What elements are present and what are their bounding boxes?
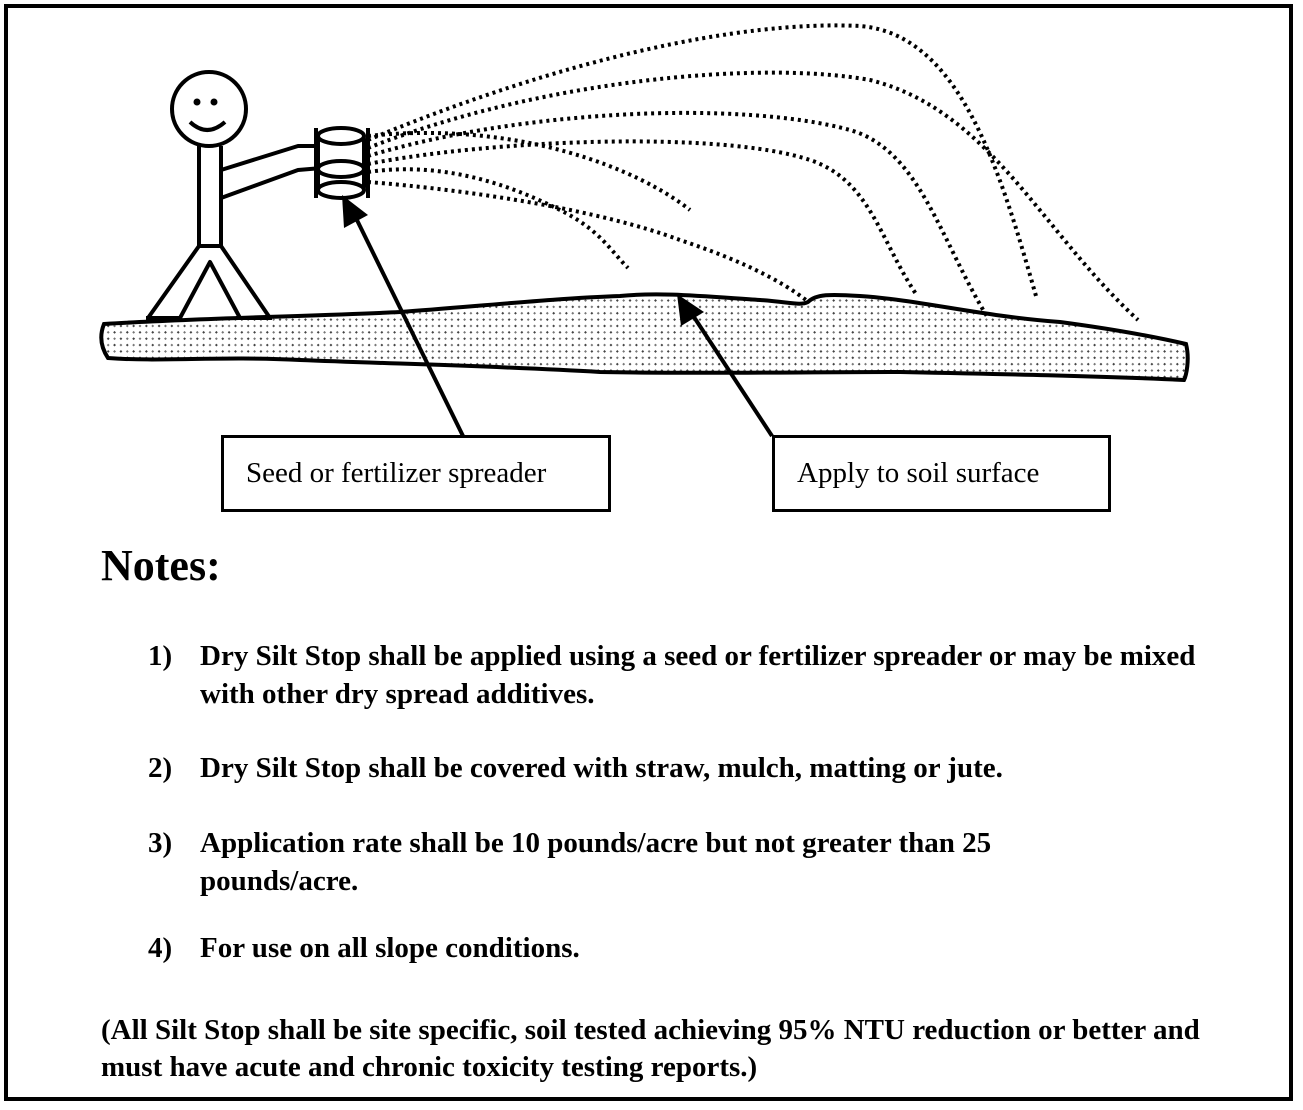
note-item: 3) Application rate shall be 10 pounds/a… bbox=[148, 824, 1078, 900]
note-text: Application rate shall be 10 pounds/acre… bbox=[200, 827, 992, 897]
arm bbox=[220, 144, 324, 200]
note-item: 2) Dry Silt Stop shall be covered with s… bbox=[148, 749, 1238, 787]
note-item: 1) Dry Silt Stop shall be applied using … bbox=[148, 637, 1238, 713]
outer-border bbox=[4, 4, 1293, 1101]
soil-label-box: Apply to soil surface bbox=[772, 435, 1111, 512]
arrow-spreader-head bbox=[342, 195, 368, 228]
spreader-label-box: Seed or fertilizer spreader bbox=[221, 435, 611, 512]
note-number: 1) bbox=[148, 640, 173, 672]
eye-right bbox=[210, 98, 218, 106]
smile bbox=[188, 120, 227, 132]
arrow-spreader bbox=[352, 213, 465, 437]
spray-trajectories bbox=[367, 23, 1140, 322]
spreader-icon bbox=[314, 126, 370, 200]
note-item: 4) For use on all slope conditions. bbox=[148, 929, 1238, 967]
callout-arrows bbox=[342, 195, 774, 438]
eye-left bbox=[193, 98, 201, 106]
note-number: 3) bbox=[148, 827, 173, 859]
arrow-soil-head bbox=[677, 294, 704, 326]
spray-path bbox=[367, 70, 1140, 322]
arrow-soil bbox=[690, 312, 774, 438]
head bbox=[170, 70, 248, 148]
torso bbox=[197, 146, 223, 248]
note-text: For use on all slope conditions. bbox=[200, 932, 580, 964]
soil-surface bbox=[99, 292, 1190, 383]
note-text: Dry Silt Stop shall be covered with stra… bbox=[200, 752, 1003, 784]
notes-heading: Notes: bbox=[101, 541, 221, 590]
legs bbox=[146, 244, 272, 320]
person-figure bbox=[146, 70, 324, 320]
note-number: 2) bbox=[148, 752, 173, 784]
spray-path bbox=[367, 131, 692, 212]
spray-path bbox=[367, 139, 918, 296]
spray-path bbox=[367, 110, 990, 320]
note-text: Dry Silt Stop shall be applied using a s… bbox=[200, 640, 1196, 710]
note-number: 4) bbox=[148, 932, 173, 964]
spray-path bbox=[367, 180, 808, 302]
spray-path bbox=[367, 167, 630, 270]
soil-label: Apply to soil surface bbox=[797, 457, 1040, 489]
spreader-label: Seed or fertilizer spreader bbox=[246, 457, 547, 489]
footnote: (All Silt Stop shall be site specific, s… bbox=[101, 1014, 1200, 1083]
spray-path bbox=[367, 23, 1038, 297]
